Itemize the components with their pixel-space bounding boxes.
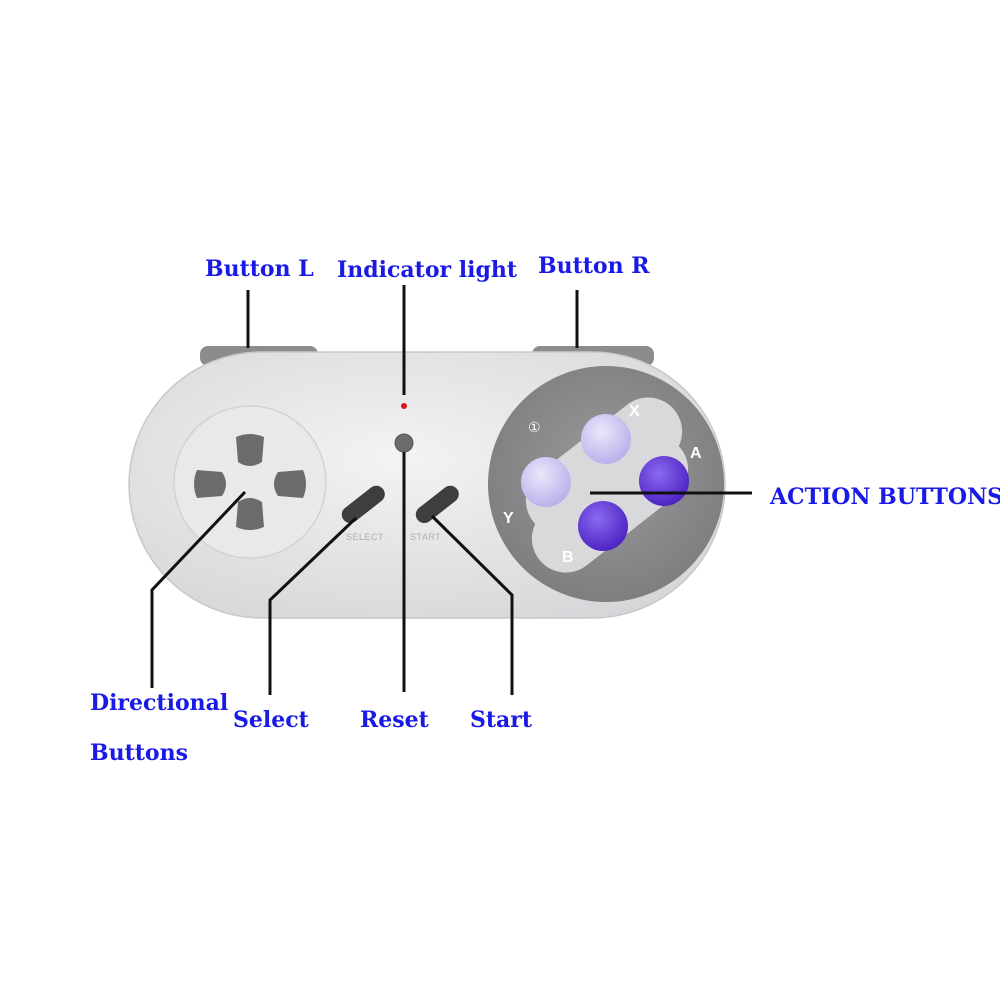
dpad-right — [274, 470, 306, 498]
leader-lines — [150, 285, 752, 695]
select-small-label: SELECT — [346, 532, 384, 542]
b-letter: B — [562, 549, 574, 566]
leader-start — [430, 514, 514, 695]
callout-button-r: Button R — [538, 253, 650, 279]
callout-indicator-light: Indicator light — [337, 257, 518, 283]
dpad-down — [236, 498, 264, 530]
reset-button[interactable] — [394, 433, 414, 453]
callout-select: Select — [233, 707, 309, 733]
callout-start: Start — [470, 707, 533, 733]
callout-directional-line2: Buttons — [90, 740, 188, 766]
a-button[interactable] — [639, 456, 689, 506]
leader-directional — [150, 490, 247, 688]
directional-buttons[interactable] — [194, 434, 306, 530]
turbo-icon: ① — [528, 419, 541, 435]
x-button[interactable] — [581, 414, 631, 464]
start-button[interactable] — [412, 482, 462, 526]
callout-reset: Reset — [360, 707, 429, 733]
callout-action-buttons: ACTION BUTTONS — [770, 484, 1000, 510]
indicator-light — [401, 403, 407, 409]
dpad-left — [194, 470, 226, 498]
callout-button-l: Button L — [205, 256, 314, 282]
a-letter: A — [690, 445, 702, 462]
x-letter: X — [629, 403, 640, 420]
y-button[interactable] — [521, 457, 571, 507]
y-letter: Y — [503, 510, 514, 527]
dpad-up — [236, 434, 264, 466]
start-small-label: START — [410, 532, 441, 542]
dpad-area — [173, 405, 327, 559]
select-button[interactable] — [338, 482, 388, 526]
b-button[interactable] — [578, 501, 628, 551]
leader-select — [268, 516, 358, 695]
callout-directional-line1: Directional — [90, 690, 229, 716]
